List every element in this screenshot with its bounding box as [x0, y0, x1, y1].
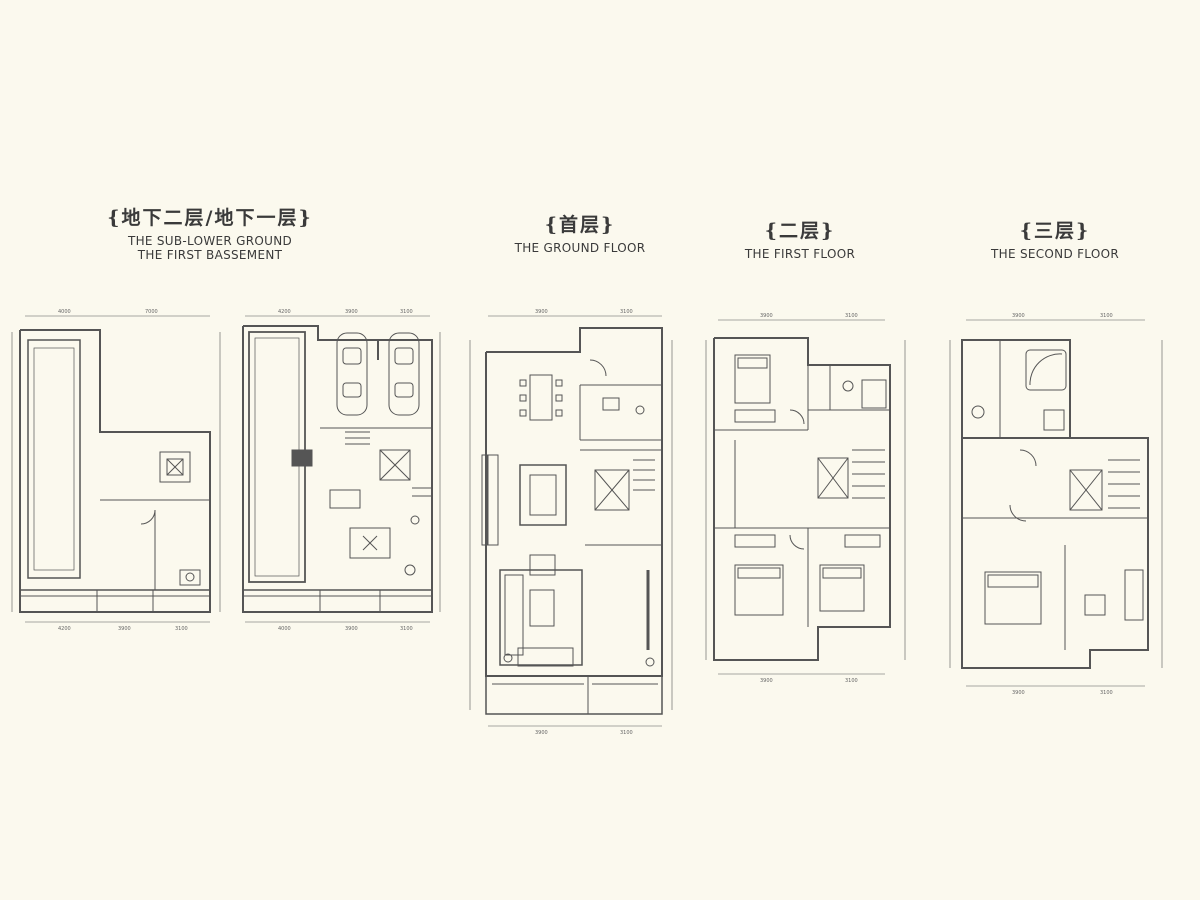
title-ground-floor: {首层} THE GROUND FLOOR — [490, 210, 670, 255]
title-first-floor: {二层} THE FIRST FLOOR — [730, 216, 870, 261]
dim-b2-top-2: 7000 — [145, 309, 158, 315]
second-floor-plan — [949, 319, 1163, 687]
dim-gf-top-2: 3100 — [620, 309, 633, 315]
title-second-floor-cn: {三层} — [1019, 220, 1091, 242]
title-basement-cn: {地下二层/地下一层} — [107, 207, 313, 229]
title-basement-en-1: THE SUB-LOWER GROUND — [127, 234, 293, 248]
dim-ff-top-2: 3100 — [845, 313, 858, 319]
dim-gf-bottom-2: 3100 — [620, 730, 633, 736]
title-ground-floor-cn: {首层} — [544, 214, 616, 236]
dim-ff-bottom-1: 3900 — [760, 678, 773, 684]
title-second-floor: {三层} THE SECOND FLOOR — [975, 216, 1135, 261]
dim-sf-bottom-2: 3100 — [1100, 690, 1113, 696]
dim-gf-bottom-1: 3900 — [535, 730, 548, 736]
title-second-floor-en: THE SECOND FLOOR — [991, 247, 1119, 261]
dim-sf-bottom-1: 3900 — [1012, 690, 1025, 696]
first-floor-plan — [705, 319, 906, 675]
dim-b2-bottom-3: 3100 — [175, 626, 188, 632]
ground-floor-plan — [469, 315, 673, 727]
title-ground-floor-en: THE GROUND FLOOR — [514, 241, 646, 255]
title-first-floor-cn: {二层} — [764, 220, 836, 242]
dim-b2-bottom-1: 4200 — [58, 626, 71, 632]
dim-b1-bottom-3: 3100 — [400, 626, 413, 632]
dim-ff-bottom-2: 3100 — [845, 678, 858, 684]
dim-ff-top-1: 3900 — [760, 313, 773, 319]
dim-b1-bottom-1: 4000 — [278, 626, 291, 632]
dim-b2-top-1: 4000 — [58, 309, 71, 315]
dim-b1-bottom-2: 3900 — [345, 626, 358, 632]
dimension-labels: 4000 7000 4200 3900 3100 4200 3900 3100 … — [58, 309, 1113, 736]
title-first-floor-en: THE FIRST FLOOR — [744, 247, 856, 261]
dim-sf-top-2: 3100 — [1100, 313, 1113, 319]
dim-b1-top-2: 3900 — [345, 309, 358, 315]
dim-b1-top-3: 3100 — [400, 309, 413, 315]
title-basement: {地下二层/地下一层} THE SUB-LOWER GROUND THE FIR… — [100, 203, 320, 262]
basement2-plan — [11, 315, 221, 623]
dim-gf-top-1: 3900 — [535, 309, 548, 315]
dim-sf-top-1: 3900 — [1012, 313, 1025, 319]
title-basement-en-2: THE FIRST BASSEMENT — [137, 248, 283, 262]
dim-b2-bottom-2: 3900 — [118, 626, 131, 632]
dim-b1-top-1: 4200 — [278, 309, 291, 315]
basement1-plan — [242, 315, 441, 623]
